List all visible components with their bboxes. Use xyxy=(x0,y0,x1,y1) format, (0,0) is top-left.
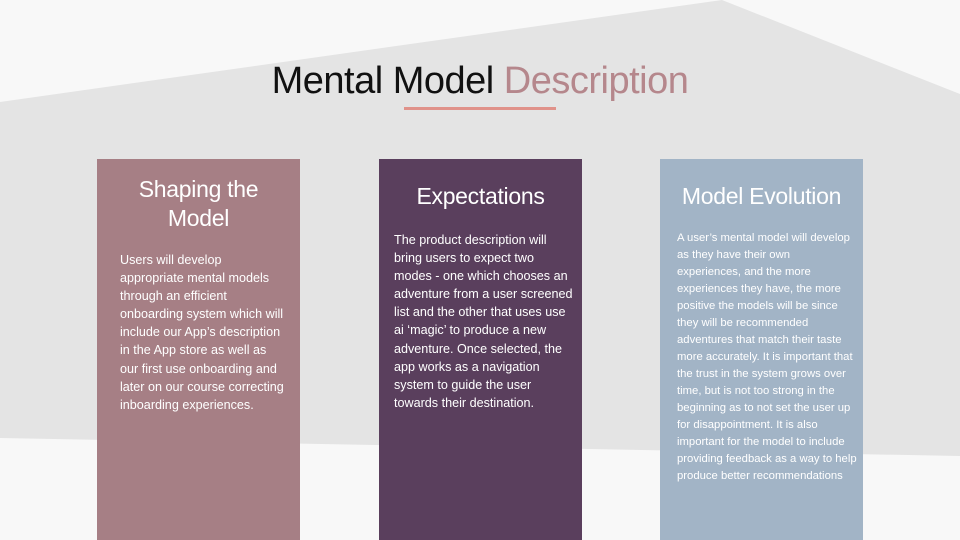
card-shaping-the-model: Shaping the Model Users will develop app… xyxy=(97,159,300,540)
card-body: The product description will bring users… xyxy=(394,233,573,410)
title-part-mental-model: Mental Model xyxy=(271,60,495,102)
slide-title: Mental Model Description xyxy=(0,56,960,106)
card-expectations: Expectations The product description wil… xyxy=(379,159,582,540)
title-part-description: Description xyxy=(503,60,689,102)
card-body: Users will develop appropriate mental mo… xyxy=(120,253,284,412)
card-title: Shaping the Model xyxy=(138,176,259,231)
title-underline xyxy=(404,107,556,110)
card-title: Expectations xyxy=(416,183,545,209)
card-body: A user’s mental model will develop as th… xyxy=(677,232,857,482)
card-title: Model Evolution xyxy=(681,183,842,209)
card-model-evolution: Model Evolution A user’s mental model wi… xyxy=(660,159,863,540)
